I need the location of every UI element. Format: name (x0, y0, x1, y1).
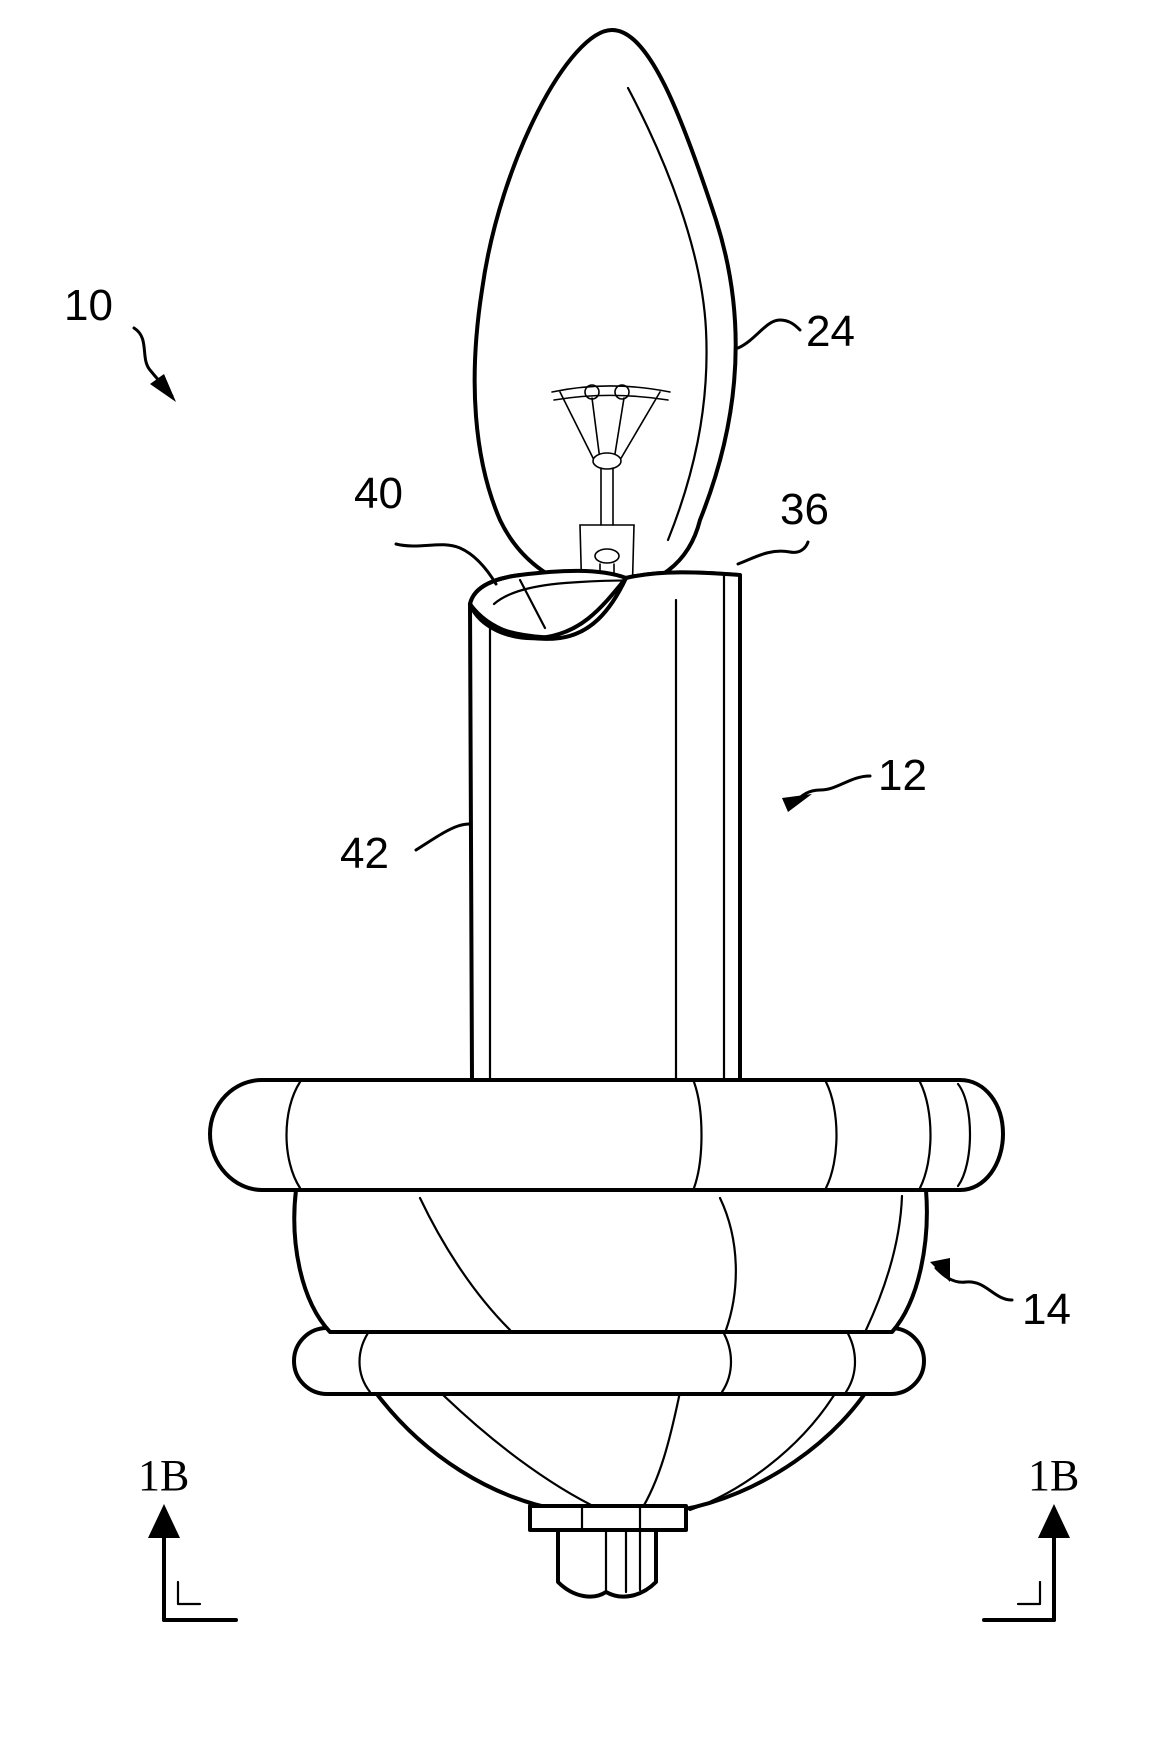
section-indicator-left (148, 1504, 236, 1620)
candle-sleeve (470, 571, 740, 1080)
label-sleeve-top: 40 (354, 469, 403, 518)
section-indicator-right (984, 1504, 1070, 1620)
label-sleeve-rim: 36 (780, 485, 829, 534)
label-candle-sleeve: 12 (878, 751, 927, 800)
label-base: 14 (1022, 1285, 1071, 1334)
arrowhead-icon (150, 374, 176, 402)
candle-base (210, 1080, 1003, 1597)
label-sleeve-side: 42 (340, 829, 389, 878)
arrowhead-icon (782, 794, 812, 812)
arrowhead-icon (1038, 1504, 1070, 1538)
label-assembly: 10 (64, 281, 113, 330)
arrowhead-icon (148, 1504, 180, 1538)
label-section-right: 1B (1028, 1451, 1079, 1500)
label-section-left: 1B (138, 1451, 189, 1500)
arrowhead-icon (930, 1258, 950, 1282)
label-bulb: 24 (806, 307, 855, 356)
flame-bulb (475, 30, 736, 590)
